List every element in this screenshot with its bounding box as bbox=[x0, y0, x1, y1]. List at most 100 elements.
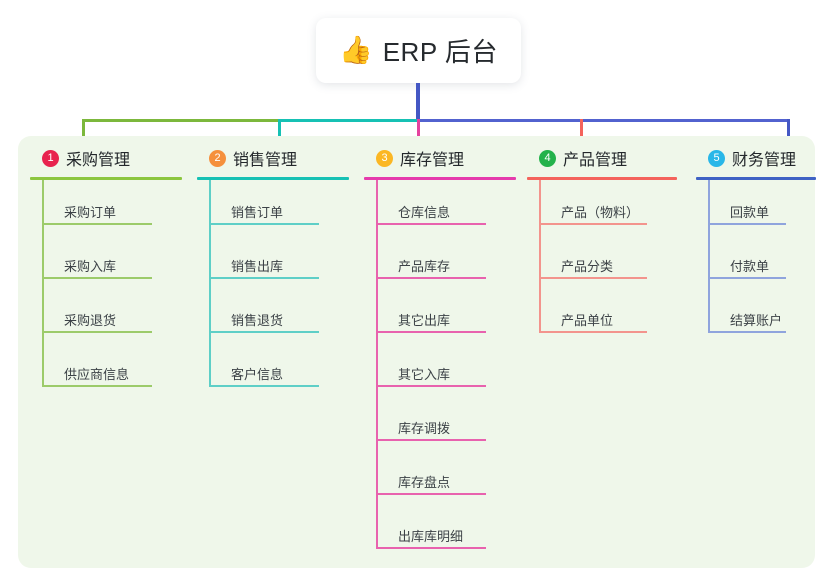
branch-item-rule bbox=[539, 331, 647, 333]
branch-item-rule bbox=[376, 385, 486, 387]
branch-item-label: 采购退货 bbox=[64, 313, 117, 328]
branch-item[interactable]: 采购退货 bbox=[42, 288, 182, 342]
bar-segment-mid bbox=[279, 119, 418, 122]
branch-header-4[interactable]: 4 产品管理 bbox=[527, 146, 677, 170]
branch-spine bbox=[376, 180, 378, 549]
branch-item[interactable]: 采购订单 bbox=[42, 180, 182, 234]
bar-segment-left bbox=[82, 119, 279, 122]
branch-item-label: 产品单位 bbox=[561, 313, 614, 328]
drop-branch-4 bbox=[580, 119, 583, 151]
branch-item-label: 付款单 bbox=[730, 259, 770, 274]
branch-spine bbox=[42, 180, 44, 387]
branch-item-rule bbox=[376, 493, 486, 495]
drop-branch-5 bbox=[787, 119, 790, 151]
branch-item-rule bbox=[376, 547, 486, 549]
branch-header-rule bbox=[696, 177, 816, 180]
branches-panel bbox=[18, 136, 815, 568]
branch-item-rule bbox=[376, 277, 486, 279]
thumbs-up-icon: 👍 bbox=[339, 35, 373, 66]
branch-item-label: 采购订单 bbox=[64, 205, 117, 220]
branch-item-label: 其它出库 bbox=[398, 313, 451, 328]
branch-item[interactable]: 销售出库 bbox=[209, 234, 349, 288]
branch-column-3: 3 库存管理仓库信息产品库存其它出库其它入库库存调拨库存盘点出库库明细 bbox=[364, 146, 516, 558]
branch-item-rule bbox=[539, 277, 647, 279]
branch-item[interactable]: 其它入库 bbox=[376, 342, 516, 396]
branch-item[interactable]: 采购入库 bbox=[42, 234, 182, 288]
drop-branch-2 bbox=[278, 119, 281, 151]
branch-item-label: 其它入库 bbox=[398, 367, 451, 382]
drop-branch-1 bbox=[82, 119, 85, 151]
branch-item-label: 产品库存 bbox=[398, 259, 451, 274]
branch-title: 库存管理 bbox=[400, 152, 465, 169]
branch-item-rule bbox=[42, 331, 152, 333]
branch-item-rule bbox=[708, 277, 786, 279]
branch-item-rule bbox=[376, 439, 486, 441]
branch-item-rule bbox=[539, 223, 647, 225]
branch-item[interactable]: 回款单 bbox=[708, 180, 816, 234]
branch-spine bbox=[539, 180, 541, 333]
branch-item[interactable]: 客户信息 bbox=[209, 342, 349, 396]
branch-item[interactable]: 结算账户 bbox=[708, 288, 816, 342]
branch-item[interactable]: 销售退货 bbox=[209, 288, 349, 342]
branch-item-rule bbox=[209, 331, 319, 333]
branch-item-label: 销售订单 bbox=[231, 205, 284, 220]
branch-column-5: 5 财务管理回款单付款单结算账户 bbox=[696, 146, 816, 342]
branch-index-badge: 4 bbox=[539, 149, 556, 167]
branch-title: 销售管理 bbox=[233, 152, 298, 169]
bar-segment-right bbox=[418, 119, 789, 122]
branch-title: 财务管理 bbox=[732, 152, 797, 169]
root-stem bbox=[416, 83, 420, 122]
branch-index-badge: 5 bbox=[708, 149, 725, 167]
branch-item[interactable]: 产品（物料） bbox=[539, 180, 677, 234]
branch-items: 采购订单采购入库采购退货供应商信息 bbox=[42, 180, 182, 396]
branch-index-badge: 1 bbox=[42, 149, 59, 167]
branch-column-1: 1 采购管理采购订单采购入库采购退货供应商信息 bbox=[30, 146, 182, 396]
branch-title: 采购管理 bbox=[66, 152, 131, 169]
branch-item[interactable]: 产品库存 bbox=[376, 234, 516, 288]
branch-item-label: 客户信息 bbox=[231, 367, 284, 382]
root-node[interactable]: 👍 ERP 后台 bbox=[316, 18, 521, 83]
branch-item[interactable]: 仓库信息 bbox=[376, 180, 516, 234]
branch-header-5[interactable]: 5 财务管理 bbox=[696, 146, 816, 170]
branch-item[interactable]: 库存盘点 bbox=[376, 450, 516, 504]
branch-item-label: 采购入库 bbox=[64, 259, 117, 274]
branch-item[interactable]: 付款单 bbox=[708, 234, 816, 288]
branch-item-rule bbox=[209, 277, 319, 279]
branch-item-rule bbox=[209, 385, 319, 387]
branch-item-label: 库存盘点 bbox=[398, 475, 451, 490]
branch-item-label: 回款单 bbox=[730, 205, 770, 220]
branch-header-3[interactable]: 3 库存管理 bbox=[364, 146, 516, 170]
branch-item[interactable]: 产品分类 bbox=[539, 234, 677, 288]
branch-item-rule bbox=[42, 223, 152, 225]
branch-item[interactable]: 产品单位 bbox=[539, 288, 677, 342]
branch-header-1[interactable]: 1 采购管理 bbox=[30, 146, 182, 170]
branch-item-label: 销售出库 bbox=[231, 259, 284, 274]
branch-item-rule bbox=[42, 385, 152, 387]
root-title: ERP 后台 bbox=[382, 37, 498, 67]
drop-branch-3 bbox=[417, 119, 420, 151]
branch-item[interactable]: 供应商信息 bbox=[42, 342, 182, 396]
branch-spine bbox=[209, 180, 211, 387]
branch-item[interactable]: 其它出库 bbox=[376, 288, 516, 342]
branch-item[interactable]: 出库库明细 bbox=[376, 504, 516, 558]
branch-index-badge: 3 bbox=[376, 149, 393, 167]
branch-item-label: 库存调拨 bbox=[398, 421, 451, 436]
branch-index-badge: 2 bbox=[209, 149, 226, 167]
branch-item[interactable]: 库存调拨 bbox=[376, 396, 516, 450]
branch-item-rule bbox=[42, 277, 152, 279]
branch-item-label: 供应商信息 bbox=[64, 367, 130, 382]
branch-item-rule bbox=[376, 331, 486, 333]
branch-column-2: 2 销售管理销售订单销售出库销售退货客户信息 bbox=[197, 146, 349, 396]
branch-items: 仓库信息产品库存其它出库其它入库库存调拨库存盘点出库库明细 bbox=[376, 180, 516, 558]
branch-item[interactable]: 销售订单 bbox=[209, 180, 349, 234]
branch-item-rule bbox=[708, 223, 786, 225]
branch-header-2[interactable]: 2 销售管理 bbox=[197, 146, 349, 170]
branch-item-label: 产品（物料） bbox=[561, 205, 640, 220]
branch-item-rule bbox=[376, 223, 486, 225]
branch-title: 产品管理 bbox=[563, 152, 628, 169]
branch-item-rule bbox=[708, 331, 786, 333]
branch-item-rule bbox=[209, 223, 319, 225]
branch-item-label: 销售退货 bbox=[231, 313, 284, 328]
branch-item-label: 仓库信息 bbox=[398, 205, 451, 220]
